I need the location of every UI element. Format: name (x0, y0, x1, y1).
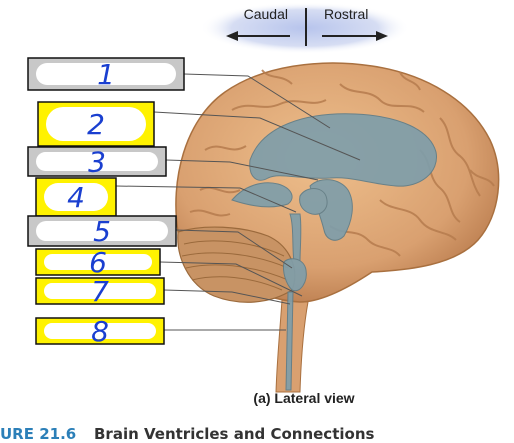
label-box-6: 6 (35, 246, 161, 279)
label-number: 6 (89, 246, 107, 279)
label-box-4: 4 (35, 177, 117, 217)
caudal-arrow-icon (226, 31, 290, 41)
leader-line-1 (183, 73, 331, 129)
label-whiteout (44, 254, 152, 270)
label-box-5: 5 (27, 215, 177, 248)
label-box-1: 1 (27, 57, 185, 91)
ventricles (231, 113, 437, 391)
rostral-label: Rostral (324, 6, 368, 22)
central-canal (285, 291, 294, 391)
gyri-pattern (189, 69, 495, 257)
leader-line-5 (175, 229, 293, 269)
label-whiteout (36, 221, 168, 241)
third-ventricle (299, 188, 328, 215)
label-whiteout (44, 323, 156, 339)
label-number: 8 (91, 315, 109, 348)
cerebellum-folia (181, 240, 289, 291)
label-whiteout (36, 63, 176, 85)
leader-line-6 (159, 261, 303, 297)
rostral-arrow-icon (322, 31, 388, 41)
label-box-2: 2 (37, 101, 155, 147)
leader-lines (115, 73, 361, 331)
label-box-7: 7 (35, 275, 165, 308)
lateral-ventricle (249, 113, 437, 187)
figure-number: URE 21.6 (0, 425, 76, 443)
label-whiteout (44, 183, 108, 211)
label-number: 5 (93, 215, 111, 248)
label-whiteout (46, 107, 146, 141)
brain-illustration (175, 62, 500, 393)
label-box-8: 8 (35, 315, 165, 348)
leader-line-2 (153, 111, 361, 161)
caudal-label: Caudal (244, 6, 288, 22)
label-number: 3 (88, 146, 106, 179)
label-number: 4 (67, 181, 85, 214)
label-number: 7 (91, 275, 109, 308)
label-number: 1 (97, 58, 115, 91)
leader-line-4 (115, 185, 297, 213)
view-caption: (a) Lateral view (253, 390, 354, 406)
leader-line-7 (163, 289, 291, 305)
figure-title: Brain Ventricles and Connections (94, 425, 374, 443)
label-whiteout (36, 152, 158, 171)
figure-caption: URE 21.6 Brain Ventricles and Connection… (0, 425, 374, 443)
label-whiteout (44, 283, 156, 299)
label-box-3: 3 (27, 146, 167, 179)
label-number: 2 (87, 108, 105, 141)
leader-line-3 (165, 159, 319, 181)
posterior-horn (231, 182, 293, 208)
orientation-header: Caudal Rostral (200, 2, 410, 54)
